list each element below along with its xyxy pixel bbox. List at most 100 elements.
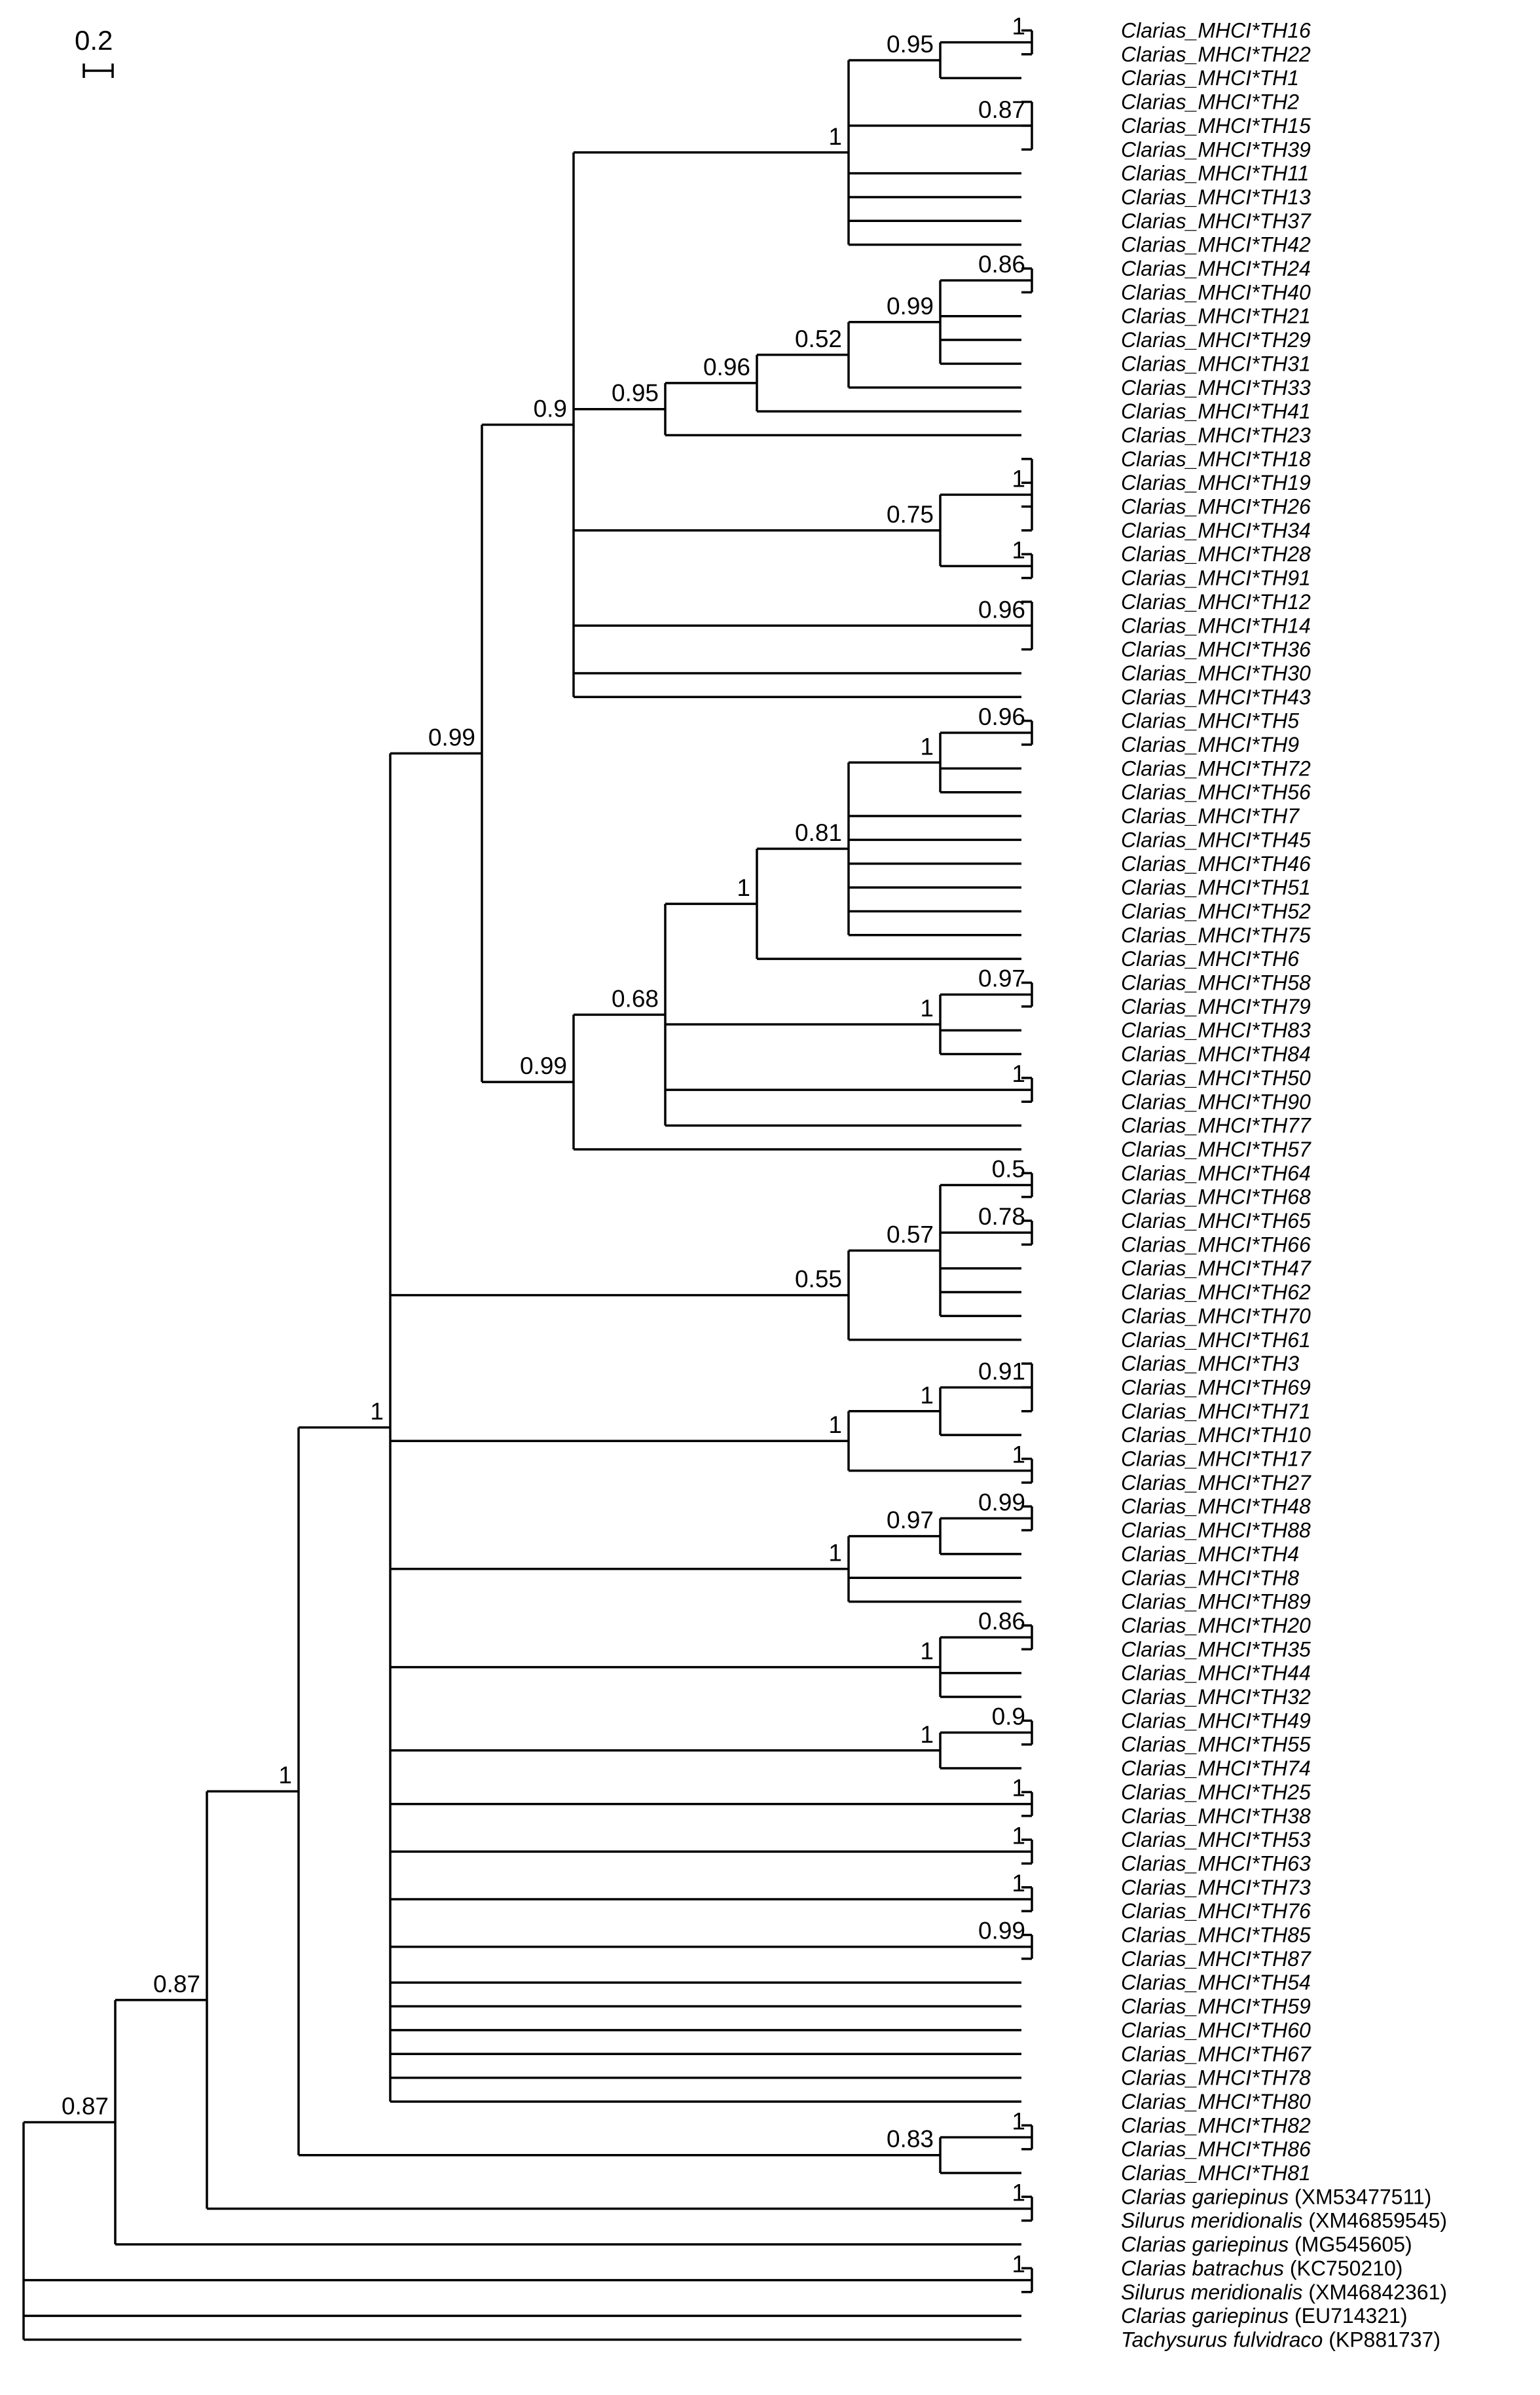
tip-label: Clarias_MHCI*TH51 <box>1121 876 1311 899</box>
tip-taxon-name: Clarias_MHCI*TH56 <box>1121 781 1311 804</box>
tip-taxon-name: Clarias_MHCI*TH14 <box>1121 614 1311 637</box>
scale-bar: 0.2 <box>75 25 114 78</box>
tip-taxon-name: Clarias_MHCI*TH72 <box>1121 756 1311 780</box>
tip-taxon-name: Clarias_MHCI*TH68 <box>1121 1185 1311 1209</box>
tip-taxon-name: Clarias_MHCI*TH35 <box>1121 1637 1311 1661</box>
tip-taxon-name: Clarias_MHCI*TH15 <box>1121 114 1311 138</box>
tip-label: Clarias_MHCI*TH85 <box>1121 1923 1311 1947</box>
support-value: 1 <box>1012 2107 1025 2134</box>
tip-label: Clarias_MHCI*TH79 <box>1121 995 1311 1018</box>
tip-label: Clarias_MHCI*TH55 <box>1121 1733 1311 1756</box>
tip-labels: Clarias_MHCI*TH16Clarias_MHCI*TH22Claria… <box>1121 19 1447 2352</box>
tip-label: Clarias_MHCI*TH28 <box>1121 542 1311 566</box>
support-value: 0.97 <box>978 965 1025 992</box>
tip-taxon-name: Clarias_MHCI*TH84 <box>1121 1043 1311 1066</box>
tip-label: Clarias_MHCI*TH53 <box>1121 1828 1311 1851</box>
tip-taxon-name: Clarias_MHCI*TH16 <box>1121 19 1311 43</box>
scale-bar-label: 0.2 <box>75 25 113 56</box>
tip-label: Clarias_MHCI*TH12 <box>1121 590 1311 614</box>
tip-taxon-name: Clarias gariepinus <box>1121 2233 1289 2256</box>
tip-taxon-name: Clarias_MHCI*TH19 <box>1121 471 1311 494</box>
support-value: 0.99 <box>428 724 475 751</box>
tip-label: Clarias_MHCI*TH34 <box>1121 519 1311 542</box>
support-value: 0.95 <box>612 380 659 407</box>
tip-taxon-name: Clarias_MHCI*TH48 <box>1121 1495 1311 1518</box>
support-value: 0.96 <box>978 596 1025 623</box>
tip-label: Clarias_MHCI*TH39 <box>1121 138 1311 161</box>
tip-taxon-name: Clarias_MHCI*TH69 <box>1121 1375 1311 1399</box>
tip-accession: (XM53477511) <box>1289 2185 1431 2208</box>
support-value: 0.99 <box>978 1489 1025 1515</box>
tip-taxon-name: Clarias_MHCI*TH86 <box>1121 2138 1311 2161</box>
support-value: 1 <box>1012 1822 1025 1849</box>
tip-label: Clarias_MHCI*TH42 <box>1121 233 1311 257</box>
tip-label: Clarias batrachus (KC750210) <box>1121 2256 1402 2280</box>
tip-label: Clarias_MHCI*TH36 <box>1121 638 1311 661</box>
tip-taxon-name: Clarias_MHCI*TH10 <box>1121 1423 1311 1447</box>
tip-taxon-name: Clarias_MHCI*TH47 <box>1121 1257 1311 1280</box>
tip-label: Clarias_MHCI*TH74 <box>1121 1756 1311 1780</box>
tip-label: Clarias_MHCI*TH52 <box>1121 899 1311 923</box>
support-value: 1 <box>370 1398 384 1425</box>
tip-taxon-name: Clarias_MHCI*TH73 <box>1121 1876 1311 1899</box>
tip-taxon-name: Clarias_MHCI*TH41 <box>1121 399 1311 423</box>
support-value: 0.52 <box>795 325 842 352</box>
tip-label: Clarias_MHCI*TH81 <box>1121 2161 1311 2185</box>
support-value: 0.86 <box>978 251 1025 278</box>
tip-taxon-name: Clarias_MHCI*TH88 <box>1121 1519 1311 1542</box>
tip-label: Clarias_MHCI*TH69 <box>1121 1375 1311 1399</box>
tip-label: Clarias_MHCI*TH48 <box>1121 1495 1311 1518</box>
support-value: 0.9 <box>534 396 567 422</box>
tip-label: Clarias_MHCI*TH89 <box>1121 1590 1311 1614</box>
support-value: 0.96 <box>703 354 750 381</box>
support-value: 1 <box>1012 2180 1025 2206</box>
tip-label: Clarias_MHCI*TH33 <box>1121 376 1311 399</box>
tip-taxon-name: Clarias_MHCI*TH79 <box>1121 995 1311 1018</box>
tip-taxon-name: Clarias gariepinus <box>1121 2185 1289 2208</box>
tip-label: Silurus meridionalis (XM46842361) <box>1121 2280 1447 2304</box>
tip-label: Clarias_MHCI*TH67 <box>1121 2042 1311 2066</box>
tip-taxon-name: Clarias_MHCI*TH63 <box>1121 1851 1311 1875</box>
support-value: 1 <box>1012 1775 1025 1802</box>
tip-taxon-name: Clarias_MHCI*TH66 <box>1121 1233 1311 1256</box>
tip-taxon-name: Clarias_MHCI*TH22 <box>1121 43 1311 66</box>
tip-label: Clarias_MHCI*TH8 <box>1121 1566 1299 1589</box>
tip-taxon-name: Clarias_MHCI*TH29 <box>1121 328 1311 352</box>
tip-taxon-name: Silurus meridionalis <box>1121 2209 1302 2233</box>
support-value: 0.81 <box>795 819 842 846</box>
tip-label: Clarias_MHCI*TH18 <box>1121 447 1311 471</box>
tip-taxon-name: Clarias_MHCI*TH78 <box>1121 2066 1311 2090</box>
tip-taxon-name: Clarias_MHCI*TH89 <box>1121 1590 1311 1614</box>
support-value: 0.97 <box>887 1507 934 1534</box>
tip-taxon-name: Clarias_MHCI*TH42 <box>1121 233 1311 257</box>
tip-label: Clarias_MHCI*TH3 <box>1121 1352 1299 1375</box>
tip-taxon-name: Clarias_MHCI*TH11 <box>1121 162 1309 185</box>
tip-label: Clarias_MHCI*TH32 <box>1121 1685 1311 1709</box>
tip-label: Clarias_MHCI*TH19 <box>1121 471 1311 494</box>
tip-label: Clarias_MHCI*TH47 <box>1121 1257 1311 1280</box>
tip-taxon-name: Clarias_MHCI*TH9 <box>1121 733 1299 756</box>
tip-label: Clarias_MHCI*TH57 <box>1121 1138 1311 1161</box>
tip-taxon-name: Clarias_MHCI*TH20 <box>1121 1614 1311 1637</box>
support-value: 1 <box>920 733 934 760</box>
support-value: 1 <box>920 1382 934 1409</box>
support-value: 1 <box>1012 1870 1025 1897</box>
tip-taxon-name: Clarias_MHCI*TH67 <box>1121 2042 1311 2066</box>
tip-label: Clarias_MHCI*TH30 <box>1121 661 1311 685</box>
tip-label: Clarias gariepinus (MG545605) <box>1121 2233 1412 2256</box>
support-value: 0.86 <box>978 1608 1025 1635</box>
tip-label: Clarias_MHCI*TH84 <box>1121 1043 1311 1066</box>
tip-taxon-name: Clarias_MHCI*TH53 <box>1121 1828 1311 1851</box>
tip-label: Clarias_MHCI*TH68 <box>1121 1185 1311 1209</box>
support-value: 0.87 <box>153 1971 200 1997</box>
support-value: 1 <box>1012 1060 1025 1087</box>
tip-label: Clarias_MHCI*TH80 <box>1121 2090 1311 2113</box>
support-value: 1 <box>1012 13 1025 40</box>
support-value: 1 <box>920 1638 934 1665</box>
tip-taxon-name: Clarias_MHCI*TH50 <box>1121 1066 1311 1090</box>
support-value: 1 <box>828 1540 842 1567</box>
tip-label: Clarias_MHCI*TH15 <box>1121 114 1311 138</box>
tip-label: Clarias_MHCI*TH50 <box>1121 1066 1311 1090</box>
tip-taxon-name: Clarias_MHCI*TH40 <box>1121 280 1311 304</box>
tip-label: Clarias_MHCI*TH73 <box>1121 1876 1311 1899</box>
